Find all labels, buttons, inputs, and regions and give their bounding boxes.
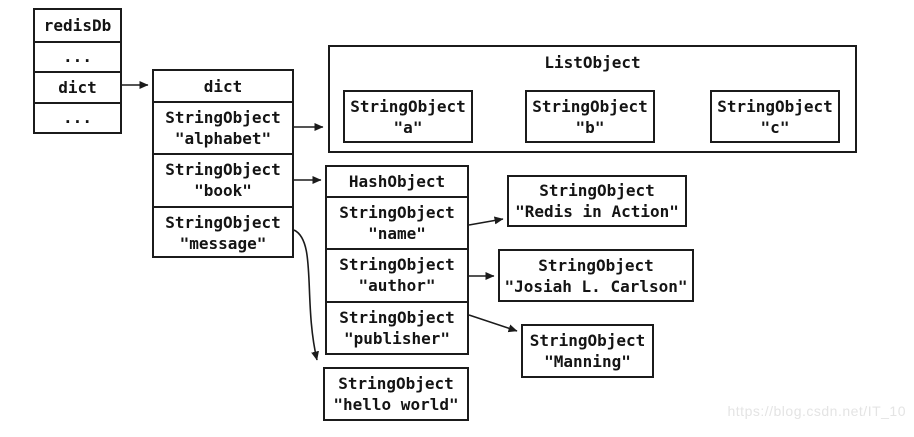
object-value-label: "hello world" (333, 395, 459, 414)
dict-key-book: StringObject "book" (154, 153, 292, 205)
dict-key-message: StringObject "message" (154, 205, 292, 258)
dict-box: dict StringObject "alphabet" StringObjec… (152, 69, 294, 258)
object-value-label: "c" (760, 117, 790, 137)
object-type-label: StringObject (339, 203, 455, 223)
object-value-label: "alphabet" (174, 129, 272, 149)
object-type-label: StringObject (539, 181, 655, 200)
hash-value-redis-in-action: StringObject "Redis in Action" (507, 175, 687, 227)
dict-key-alphabet: StringObject "alphabet" (154, 101, 292, 153)
list-item-a: StringObject "a" (343, 90, 473, 143)
dict-header: dict (203, 76, 243, 96)
object-type-label: StringObject (339, 255, 455, 275)
object-type-label: StringObject (338, 374, 454, 393)
hash-value-manning: StringObject "Manning" (521, 324, 654, 378)
object-type-label: StringObject (339, 307, 455, 327)
string-value-hello-world: StringObject "hello world" (323, 367, 469, 421)
redisdb-title: redisDb (43, 15, 112, 35)
object-value-label: "Redis in Action" (515, 202, 679, 221)
object-type-label: StringObject (350, 96, 466, 116)
hash-field-name: StringObject "name" (327, 196, 467, 248)
redisdb-ellipsis-row: ... (35, 40, 120, 72)
arrow-message-to-hello (293, 229, 319, 361)
object-value-label: "a" (393, 117, 423, 137)
object-type-label: StringObject (529, 331, 646, 350)
arrow-name-to-value (468, 216, 504, 226)
object-value-label: "author" (358, 276, 436, 296)
object-value-label: "Manning" (544, 352, 631, 371)
object-type-label: StringObject (538, 255, 654, 275)
object-type-label: StringObject (165, 160, 281, 180)
listobject-title: ListObject (544, 53, 641, 72)
object-type-label: StringObject (165, 108, 281, 128)
object-value-label: "Josiah L. Carlson" (504, 276, 688, 296)
csdn-watermark: https://blog.csdn.net/IT_10 (727, 403, 906, 419)
object-value-label: "message" (179, 233, 267, 253)
object-type-label: StringObject (165, 212, 281, 232)
hash-field-author: StringObject "author" (327, 248, 467, 300)
hash-field-publisher: StringObject "publisher" (327, 300, 467, 353)
redisdb-ellipsis-row: ... (35, 101, 120, 133)
list-item-c: StringObject "c" (710, 90, 840, 143)
hash-value-josiah-carlson: StringObject "Josiah L. Carlson" (498, 249, 694, 302)
object-type-label: StringObject (532, 96, 648, 116)
listobject-container: ListObject StringObject "a" StringObject… (328, 45, 857, 153)
list-item-b: StringObject "b" (525, 90, 655, 143)
hashobject-header: HashObject (348, 172, 446, 191)
object-value-label: "publisher" (344, 328, 450, 348)
arrow-publisher-to-value (468, 314, 518, 333)
object-value-label: "name" (368, 224, 426, 244)
redisdb-dict-row: dict (35, 71, 120, 102)
object-type-label: StringObject (717, 96, 833, 116)
object-value-label: "b" (575, 117, 605, 137)
redisdb-box: redisDb ... dict ... (33, 8, 122, 134)
object-value-label: "book" (194, 181, 252, 201)
hashobject-box: HashObject StringObject "name" StringObj… (325, 165, 469, 355)
